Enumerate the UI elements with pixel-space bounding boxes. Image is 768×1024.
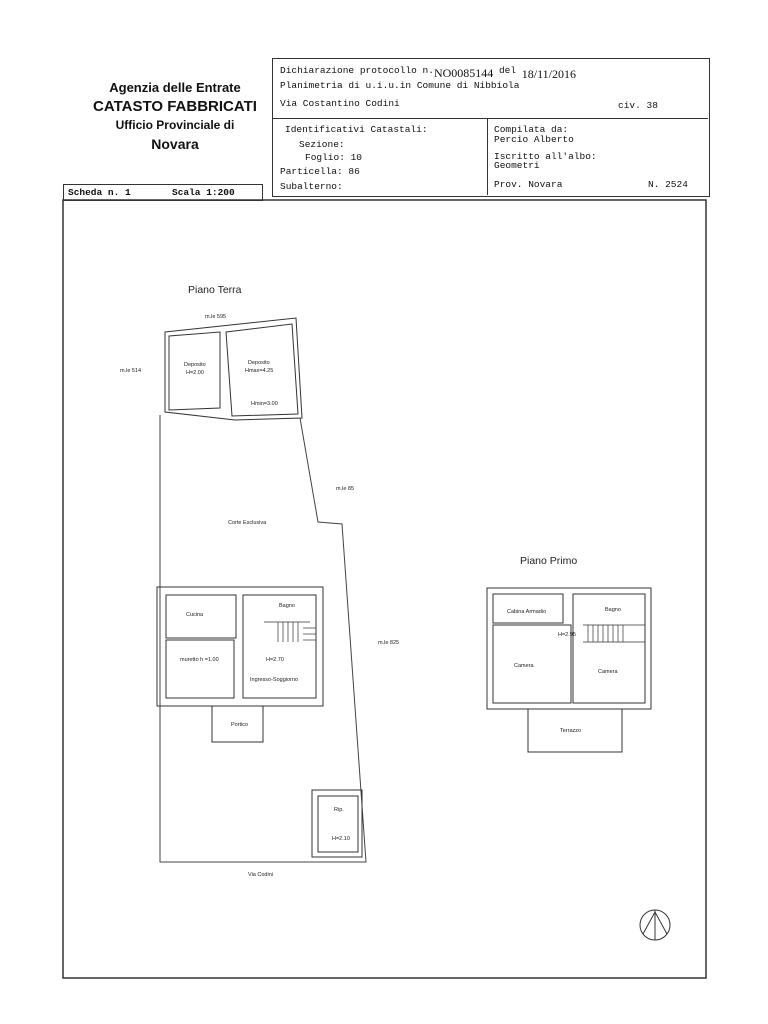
protocol-line: Dichiarazione protocollo n.NO0085144 del… <box>280 62 576 81</box>
storage-room <box>311 789 363 858</box>
civic-number: civ. 38 <box>618 100 658 111</box>
identificativi-label: Identificativi Catastali: <box>285 124 428 135</box>
piano-terra-title: Piano Terra <box>188 284 242 296</box>
piano-primo-title: Piano Primo <box>520 555 577 567</box>
compilata-name: Percio Alberto <box>494 134 574 145</box>
bagno-first-label: Bagno <box>605 607 621 613</box>
north-arrow-icon <box>639 909 671 941</box>
deposit-building <box>164 317 303 421</box>
via-codini-label: Via Codini <box>248 872 273 878</box>
agency-name: Agenzia delle Entrate <box>109 80 241 95</box>
cucina-label: Cucina <box>186 612 204 618</box>
date-label: del <box>498 65 517 76</box>
mle85-label: m.le 85 <box>336 486 354 492</box>
h270-label: H=2.70 <box>266 657 284 663</box>
rip-label: Rip. <box>334 807 344 813</box>
protocol-number: NO0085144 <box>433 66 494 80</box>
scale: Scala 1:200 <box>172 187 235 198</box>
ground-floor-house <box>156 586 324 743</box>
foglio-field: Foglio: 10 <box>305 152 363 163</box>
declaration-box <box>272 58 710 197</box>
ingresso-label: Ingresso-Soggiorno <box>250 677 298 683</box>
drawing-frame <box>62 199 707 979</box>
province-name: Novara <box>151 136 199 152</box>
cabina-label: Cabina Armadio <box>507 609 546 615</box>
deposito2-hmin: Hmin=3.00 <box>251 401 278 407</box>
sezione-field: Sezione: <box>299 139 345 150</box>
camera2-label: Camera <box>598 669 619 675</box>
header-divider <box>272 118 708 119</box>
mle825-label: m.le 825 <box>378 640 399 646</box>
office-label: Ufficio Provinciale di <box>115 118 235 132</box>
subalterno-field: Subalterno: <box>280 181 343 192</box>
deposito2-label: Deposito <box>248 360 270 366</box>
province-field: Prov. Novara <box>494 179 563 190</box>
deposito1-label: Deposito <box>184 362 206 368</box>
mle595-label: m.le 595 <box>205 314 226 320</box>
h295-label: H=2.95 <box>558 632 576 638</box>
terrazzo-label: Terrazzo <box>560 728 581 734</box>
header-vertical-divider <box>487 118 488 195</box>
deposito1-height: H=2.00 <box>186 370 204 376</box>
bagno-ground-label: Bagno <box>279 603 295 609</box>
iscritto-label: Iscritto all'albo: <box>494 151 597 162</box>
first-floor-house <box>486 587 652 753</box>
catasto-title: CATASTO FABBRICATI <box>93 98 257 115</box>
h210-label: H=2.10 <box>332 836 350 842</box>
particella-field: Particella: 86 <box>280 166 360 177</box>
corte-label: Corte Esclusiva <box>228 520 267 526</box>
planimetria-text: Planimetria di u.i.u.in Comune di Nibbio… <box>280 80 520 91</box>
protocol-label: Dichiarazione protocollo n. <box>280 65 434 76</box>
lot-outline <box>159 415 367 863</box>
portico-label: Portico <box>231 722 248 728</box>
protocol-date: 18/11/2016 <box>521 67 577 81</box>
address-text: Via Costantino Codini <box>280 98 400 109</box>
agency-header: Agenzia delle Entrate CATASTO FABBRICATI… <box>80 78 270 154</box>
register-number: N. 2524 <box>648 179 688 190</box>
deposito2-height: Hmax=4.25 <box>245 368 273 374</box>
mle514-label: m.le 514 <box>120 368 141 374</box>
camera1-label: Camera <box>514 663 535 669</box>
muretto-label: muretto h =1.00 <box>180 657 219 663</box>
iscritto-value: Geometri <box>494 160 540 171</box>
scheda-number: Scheda n. 1 <box>68 187 131 198</box>
compilata-label: Compilata da: <box>494 124 569 135</box>
